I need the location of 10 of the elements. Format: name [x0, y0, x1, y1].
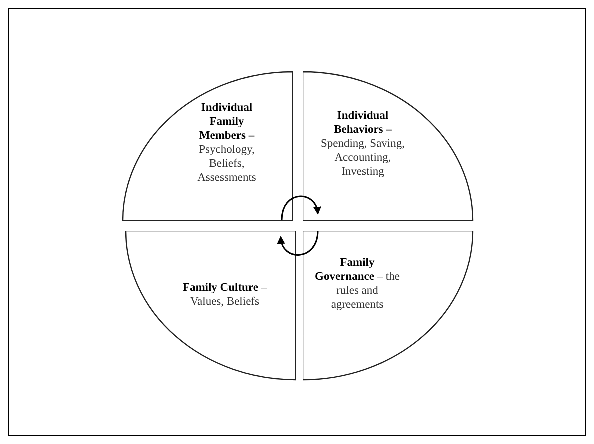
- quadrant-text: Individual Behaviors – Spending, Saving, Accounting, Investing: [320, 109, 406, 179]
- quadrant-shape: [303, 231, 474, 381]
- quadrant-text: Family Governance – the rules and agreements: [315, 256, 400, 312]
- quadrant-shape: [303, 71, 474, 221]
- curved-arrow: [281, 196, 321, 220]
- quadrant-text: Individual Family Members – Psychology, Beliefs, Assessments: [196, 101, 258, 185]
- quadrant-text: Family Culture – Values, Beliefs: [182, 281, 268, 309]
- curved-arrow: [278, 230, 319, 256]
- quadrant-shape: [122, 71, 293, 221]
- quadrant-shape: [125, 231, 296, 381]
